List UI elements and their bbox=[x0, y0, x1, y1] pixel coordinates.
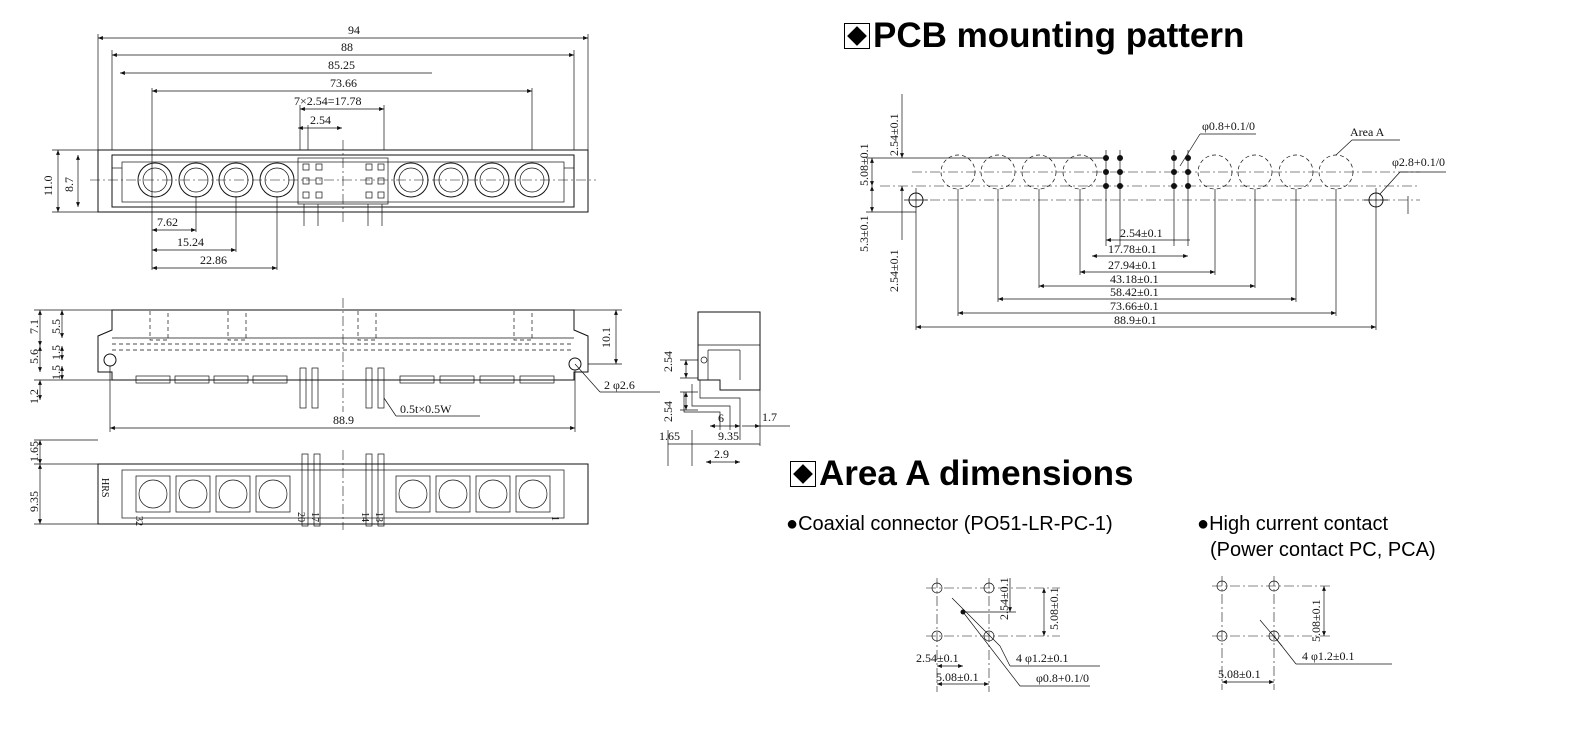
coax-caption: ●Coaxial connector (PO51-LR-PC-1) bbox=[786, 513, 1113, 535]
dim-88-9: 88.9 bbox=[333, 413, 354, 427]
side-view: 7.1 5.5 5.6 1.5 1.5 1.2 10.1 2 φ2.6 0.5t… bbox=[27, 298, 660, 432]
pcb-dim-43-18: 43.18±0.1 bbox=[1110, 272, 1159, 286]
dim-1-2: 1.2 bbox=[27, 389, 41, 404]
dim-1-5-a: 1.5 bbox=[49, 345, 63, 360]
bottom-dim-9-35: 9.35 bbox=[27, 491, 41, 512]
bottom-mark-20: 20 bbox=[295, 512, 306, 522]
hc-dim-5-08-v: 5.08±0.1 bbox=[1309, 599, 1323, 642]
coax-dim-5-08-h: 5.08±0.1 bbox=[936, 670, 979, 684]
pcb-dim-73-66: 73.66±0.1 bbox=[1110, 299, 1159, 313]
pcb-hole-large: φ2.8+0.1/0 bbox=[1392, 155, 1445, 169]
bottom-contacts bbox=[135, 475, 551, 513]
coax-dim-5-08-v: 5.08±0.1 bbox=[1047, 587, 1061, 630]
coax-dim-2-54-h: 2.54±0.1 bbox=[916, 651, 959, 665]
bottom-mark-14: 14 bbox=[359, 512, 370, 522]
area-a-heading: Area A dimensions bbox=[790, 456, 1133, 491]
pcb-pattern: Area A φ0.8+0.1/0 φ2.8+0.1/0 2.54±0.1 5.… bbox=[857, 94, 1446, 330]
hc-dim-5-08-h: 5.08±0.1 bbox=[1218, 667, 1261, 681]
dim-mount-hole: 2 φ2.6 bbox=[604, 378, 635, 392]
end-dim-1-65: 1.65 bbox=[659, 429, 680, 443]
dim-pin-size: 0.5t×0.5W bbox=[400, 402, 452, 416]
end-dim-6: 6 bbox=[718, 411, 724, 425]
dim-73-66: 73.66 bbox=[330, 76, 357, 90]
pcb-dim-left-2-54-top: 2.54±0.1 bbox=[887, 113, 901, 156]
dim-94: 94 bbox=[348, 23, 360, 37]
pcb-signal-holes bbox=[1103, 155, 1191, 189]
dim-1-5-b: 1.5 bbox=[49, 365, 63, 380]
pcb-hole-small: φ0.8+0.1/0 bbox=[1202, 119, 1255, 133]
dim-15-24: 15.24 bbox=[177, 235, 204, 249]
end-dim-2-9: 2.9 bbox=[714, 447, 729, 461]
diamond-icon bbox=[844, 23, 870, 49]
pcb-dim-left-5-08: 5.08±0.1 bbox=[857, 143, 871, 186]
dim-7-1: 7.1 bbox=[27, 319, 41, 334]
bottom-mark-32: 32 bbox=[133, 516, 144, 526]
bottom-mark-13: 13 bbox=[373, 512, 384, 522]
pcb-dim-2-54: 2.54±0.1 bbox=[1120, 226, 1163, 240]
bottom-mark-17: 17 bbox=[309, 512, 320, 522]
dim-22-86: 22.86 bbox=[200, 253, 227, 267]
dim-7-62: 7.62 bbox=[157, 215, 178, 229]
dim-5-6: 5.6 bbox=[27, 349, 41, 364]
hc-caption-line1: ●High current contact bbox=[1197, 513, 1389, 535]
pcb-pattern-heading: PCB mounting pattern bbox=[844, 18, 1244, 53]
hc-caption-line2: (Power contact PC, PCA) bbox=[1210, 539, 1436, 561]
end-view: 2.54 2.54 6 1.7 1.65 9.35 2.9 bbox=[659, 311, 790, 466]
pcb-dim-88-9: 88.9±0.1 bbox=[1114, 313, 1157, 327]
coax-dim-2-54-v: 2.54±0.1 bbox=[997, 577, 1011, 620]
dim-pitch-total: 7×2.54=17.78 bbox=[294, 94, 362, 108]
dim-85-25: 85.25 bbox=[328, 58, 355, 72]
hc-dim-holes: 4 φ1.2±0.1 bbox=[1302, 649, 1355, 663]
end-dim-1-7: 1.7 bbox=[762, 410, 777, 424]
pcb-dim-58-42: 58.42±0.1 bbox=[1110, 285, 1159, 299]
pcb-area-a-label: Area A bbox=[1350, 125, 1385, 139]
coax-dim-center-hole: φ0.8+0.1/0 bbox=[1036, 671, 1089, 685]
front-contacts bbox=[137, 162, 550, 199]
coax-detail: 2.54±0.1 5.08±0.1 2.54±0.1 5.08±0.1 4 φ1… bbox=[916, 577, 1100, 692]
diamond-icon bbox=[790, 461, 816, 487]
end-dim-9-35: 9.35 bbox=[718, 429, 739, 443]
bottom-mark-hrs: HRS bbox=[99, 478, 110, 497]
pcb-coax-holes bbox=[940, 154, 1354, 190]
front-view: 94 88 85.25 73.66 7×2.54=17.78 2.54 bbox=[41, 23, 596, 270]
pcb-dim-27-94: 27.94±0.1 bbox=[1108, 258, 1157, 272]
dim-11-0: 11.0 bbox=[41, 175, 55, 196]
dim-2-54: 2.54 bbox=[310, 113, 331, 127]
dim-8-7: 8.7 bbox=[62, 177, 76, 192]
end-dim-2-54-b: 2.54 bbox=[661, 401, 675, 422]
bottom-view: HRS 32 20 17 14 13 1 1.65 9.35 bbox=[27, 439, 589, 530]
dim-10-1: 10.1 bbox=[599, 327, 613, 348]
pcb-dim-17-78: 17.78±0.1 bbox=[1108, 242, 1157, 256]
dim-88: 88 bbox=[341, 40, 353, 54]
coax-dim-holes: 4 φ1.2±0.1 bbox=[1016, 651, 1069, 665]
bottom-mark-1: 1 bbox=[549, 516, 560, 521]
end-dim-2-54-a: 2.54 bbox=[661, 351, 675, 372]
pcb-dim-left-2-54-bottom: 2.54±0.1 bbox=[887, 249, 901, 292]
pcb-dim-left-5-3: 5.3±0.1 bbox=[857, 215, 871, 252]
dim-5-5: 5.5 bbox=[49, 319, 63, 334]
bottom-dim-1-65: 1.65 bbox=[27, 441, 41, 462]
hc-detail: 5.08±0.1 5.08±0.1 4 φ1.2±0.1 bbox=[1212, 576, 1392, 690]
